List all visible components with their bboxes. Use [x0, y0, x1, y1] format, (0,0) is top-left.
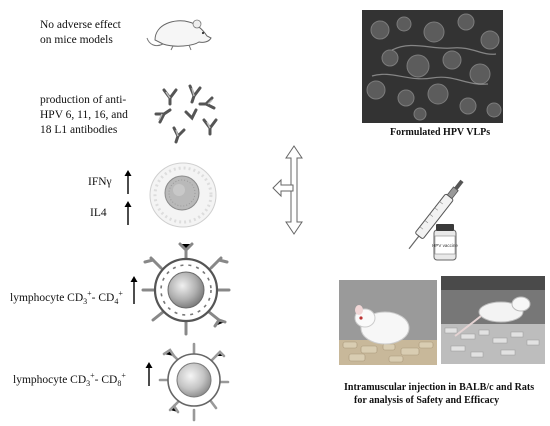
- mouse-icon: [146, 19, 212, 51]
- ifn-gamma-label: IFNγ: [88, 176, 112, 188]
- cd8-lymphocyte-label: lymphocyte CD3+- CD8+: [13, 371, 126, 389]
- cd4-up-arrow: [130, 276, 138, 304]
- cd4-lymphocyte-icon: [141, 242, 231, 336]
- cytokine-cell-icon: [149, 162, 217, 228]
- il4-up-arrow: [124, 201, 132, 225]
- antibody-cluster-icon: [154, 84, 218, 144]
- left-arrow-icon: [272, 178, 294, 198]
- mice-text: No adverse effect on mice models: [40, 19, 121, 46]
- ifn-up-arrow: [124, 170, 132, 194]
- il4-label: IL4: [90, 207, 107, 219]
- double-vertical-arrow-icon: [285, 145, 303, 235]
- cd8-lymphocyte-icon: [158, 342, 230, 422]
- mouse-photo: [339, 280, 437, 365]
- vial-label: HPV vaccine: [432, 243, 458, 248]
- vlp-micrograph-image: [362, 10, 503, 123]
- injection-caption: Intramuscular injection in BALB/c and Ra…: [344, 382, 535, 406]
- antibody-text: production of anti- HPV 6, 11, 16, and 1…: [40, 94, 128, 136]
- rat-photo: [441, 276, 545, 364]
- vlp-caption: Formulated HPV VLPs: [390, 127, 491, 138]
- cd8-up-arrow: [145, 362, 153, 386]
- cd4-lymphocyte-label: lymphocyte CD3+- CD4+: [10, 289, 123, 307]
- syringe-vial-icon: HPV vaccine: [408, 179, 464, 261]
